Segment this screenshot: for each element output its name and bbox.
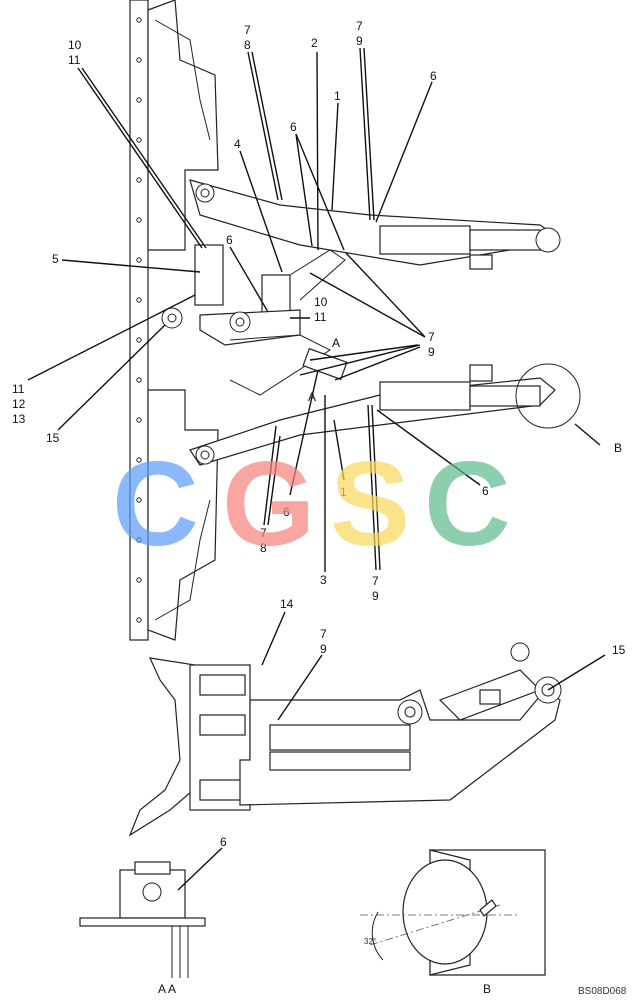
callout-label: 9 [372,589,379,603]
callout-label: 5 [52,252,59,266]
blade-edge [129,0,149,641]
upper-cylinder-rod [469,229,541,251]
callout-label: 9 [320,642,327,656]
detail-b-label: B [483,982,491,996]
callout-label: A [308,390,316,404]
blade-upper-frame [147,0,219,251]
callout-label: 9 [428,345,435,359]
callout-label: 4 [234,137,241,151]
side-view [128,642,562,837]
callout-labels: 10 11 7 8 2 7 9 1 6 6 4 5 6 10 11 7 9 A … [12,19,626,946]
callout-label: 6 [430,69,437,83]
watermark-letter: C [424,437,511,571]
callout-label: 6 [482,484,489,498]
watermark-letter: G [222,437,315,571]
callout-label: 10 [68,38,82,52]
lower-cylinder-body [379,381,471,411]
section-aa-label: A A [158,982,176,996]
drawing-code: BS08D068 [578,986,627,997]
leader-lines [27,47,606,891]
callout-label: 10 [314,295,328,309]
side-cylinder-body [269,724,411,751]
callout-label: 3 [320,573,327,587]
pivot-bracket [194,244,224,306]
callout-label: 7 [356,19,363,33]
callout-label: 9 [356,34,363,48]
callout-label: 6 [283,505,290,519]
callout-label: 7 [428,330,435,344]
blade-holes [136,17,142,623]
callout-label: 12 [12,397,26,411]
angle-label: 32° [364,937,376,946]
callout-label: 6 [226,233,233,247]
callout-label: 7 [244,23,251,37]
detail-b-end [402,859,488,965]
lower-cylinder-rod [469,385,541,407]
callout-label: 13 [12,412,26,426]
callout-label: A [332,336,340,350]
center-link [199,309,301,346]
callout-label: 7 [320,627,327,641]
watermark-letter: C [112,437,199,571]
section-aa-plate [79,917,206,927]
watermark-letter: S [330,437,410,571]
callout-label: 14 [280,597,294,611]
callout-label: 1 [334,89,341,103]
callout-label: 6 [220,835,227,849]
callout-label: 8 [260,541,267,555]
callout-label: B [614,441,622,455]
callout-label: 6 [290,120,297,134]
callout-label: 7 [372,574,379,588]
section-aa [79,861,206,978]
callout-label: 11 [314,310,327,324]
callout-label: 1 [340,485,347,499]
callout-label: 11 [68,53,81,67]
watermark-logo: C G S C [112,437,511,571]
callout-label: 2 [311,36,318,50]
callout-label: 11 [12,382,25,396]
detail-b [360,849,546,976]
callout-label: 15 [612,643,626,657]
detail-b-circle [515,363,581,429]
upper-cylinder-body [379,225,471,255]
callout-label: 8 [244,38,251,52]
callout-label: 7 [260,526,267,540]
callout-label: 15 [46,431,60,445]
